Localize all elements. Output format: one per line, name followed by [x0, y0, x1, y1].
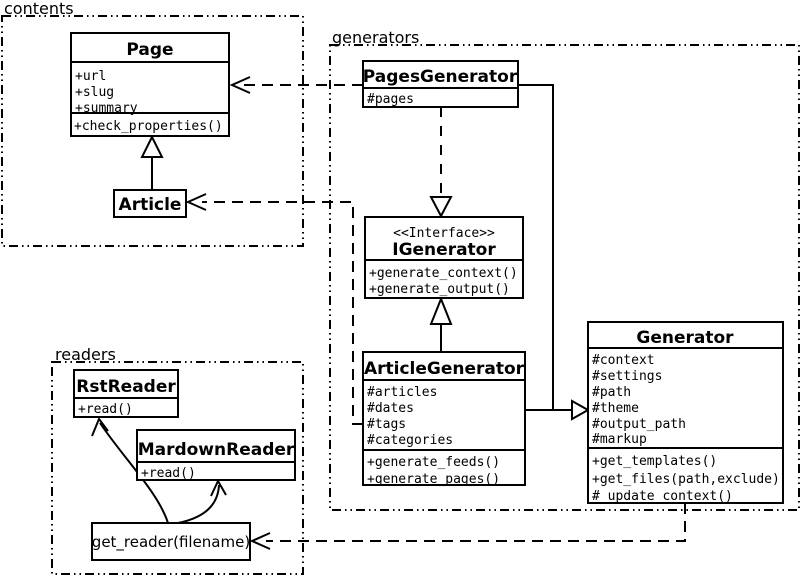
- hollow-triangle-arrow-icon: [429, 296, 453, 325]
- class-method: +generate_context(): [369, 266, 518, 281]
- open-arrow-icon: [249, 532, 271, 550]
- class-box-rstreader: RstReader +read(): [73, 369, 179, 418]
- class-box-mardownreader: MardownReader +read(): [136, 429, 296, 481]
- class-stereotype: <<Interface>>: [393, 226, 495, 241]
- class-method: +check_properties(): [74, 119, 223, 134]
- generalization-articlegenerator-to-igenerator: [429, 296, 453, 352]
- class-box-articlegenerator: ArticleGenerator #articles #dates #tags …: [362, 351, 526, 487]
- open-arrow-icon: [91, 416, 109, 437]
- generalization-article-to-page: [140, 134, 164, 190]
- class-box-article: Article: [113, 189, 187, 218]
- class-title: Generator: [636, 328, 734, 348]
- package-readers-label: readers: [55, 345, 116, 364]
- hollow-triangle-arrow-icon: [571, 399, 591, 421]
- package-readers: readers: [51, 345, 304, 575]
- class-attribute: #categories: [367, 433, 453, 448]
- call-getreader-to-mardownreader: [177, 478, 227, 524]
- class-title: Page: [126, 40, 173, 60]
- class-attribute: #output_path: [592, 417, 686, 432]
- class-title: MardownReader: [138, 440, 295, 460]
- class-attribute: #settings: [592, 369, 662, 384]
- class-box-page: Page +url +slug +summary +check_properti…: [70, 32, 230, 137]
- class-attribute: +slug: [75, 85, 114, 100]
- class-attribute: #dates: [367, 401, 414, 416]
- class-attribute: #tags: [367, 417, 406, 432]
- hollow-triangle-arrow-icon: [140, 134, 164, 158]
- package-contents: contents: [1, 0, 304, 247]
- class-title: PagesGenerator: [363, 67, 518, 87]
- package-generators-border: [329, 44, 800, 511]
- class-box-igenerator: <<Interface>> IGenerator +generate_conte…: [364, 216, 524, 299]
- class-title: IGenerator: [392, 240, 496, 260]
- package-contents-border: [1, 15, 304, 247]
- package-generators: generators: [329, 28, 800, 511]
- realization-pagesgenerator-to-igenerator: [429, 107, 453, 219]
- function-box-getreader: get_reader(filename): [91, 522, 251, 561]
- class-method: +generate_feeds(): [367, 455, 500, 470]
- class-method: +get_files(path,exclude): [592, 472, 780, 487]
- class-title: ArticleGenerator: [364, 359, 525, 379]
- class-attribute: +summary: [75, 101, 138, 116]
- class-attribute: #articles: [367, 385, 437, 400]
- class-box-pagesgenerator: PagesGenerator #pages: [362, 60, 519, 108]
- class-method: +read(): [141, 466, 196, 481]
- dependency-articlegenerator-to-article: [185, 193, 363, 425]
- class-attribute: #context: [592, 353, 655, 368]
- dependency-pagesgenerator-to-page: [229, 76, 363, 94]
- class-attribute: +url: [75, 69, 106, 84]
- hollow-triangle-arrow-icon: [429, 196, 453, 219]
- class-attribute: #pages: [367, 92, 414, 107]
- dependency-generator-to-getreader: [249, 503, 686, 550]
- package-readers-border: [51, 361, 304, 575]
- class-title: RstReader: [76, 377, 176, 397]
- class-title: Article: [119, 195, 182, 215]
- class-method: +generate_pages(): [367, 472, 500, 487]
- class-attribute: #path: [592, 385, 631, 400]
- open-arrow-icon: [185, 193, 207, 211]
- class-method: +generate_output(): [369, 282, 510, 297]
- function-label: get_reader(filename): [92, 533, 250, 552]
- class-box-generator: Generator #context #settings #path #them…: [587, 321, 784, 504]
- class-attribute: #theme: [592, 401, 639, 416]
- class-method: #_update_context(): [592, 489, 733, 504]
- class-attribute: #markup: [592, 432, 647, 447]
- open-arrow-icon: [229, 76, 251, 94]
- class-method: +get_templates(): [592, 454, 717, 469]
- package-generators-label: generators: [332, 28, 419, 47]
- package-contents-label: contents: [4, 0, 74, 18]
- class-method: +read(): [78, 402, 133, 417]
- generalization-generators-to-generator: [518, 84, 591, 421]
